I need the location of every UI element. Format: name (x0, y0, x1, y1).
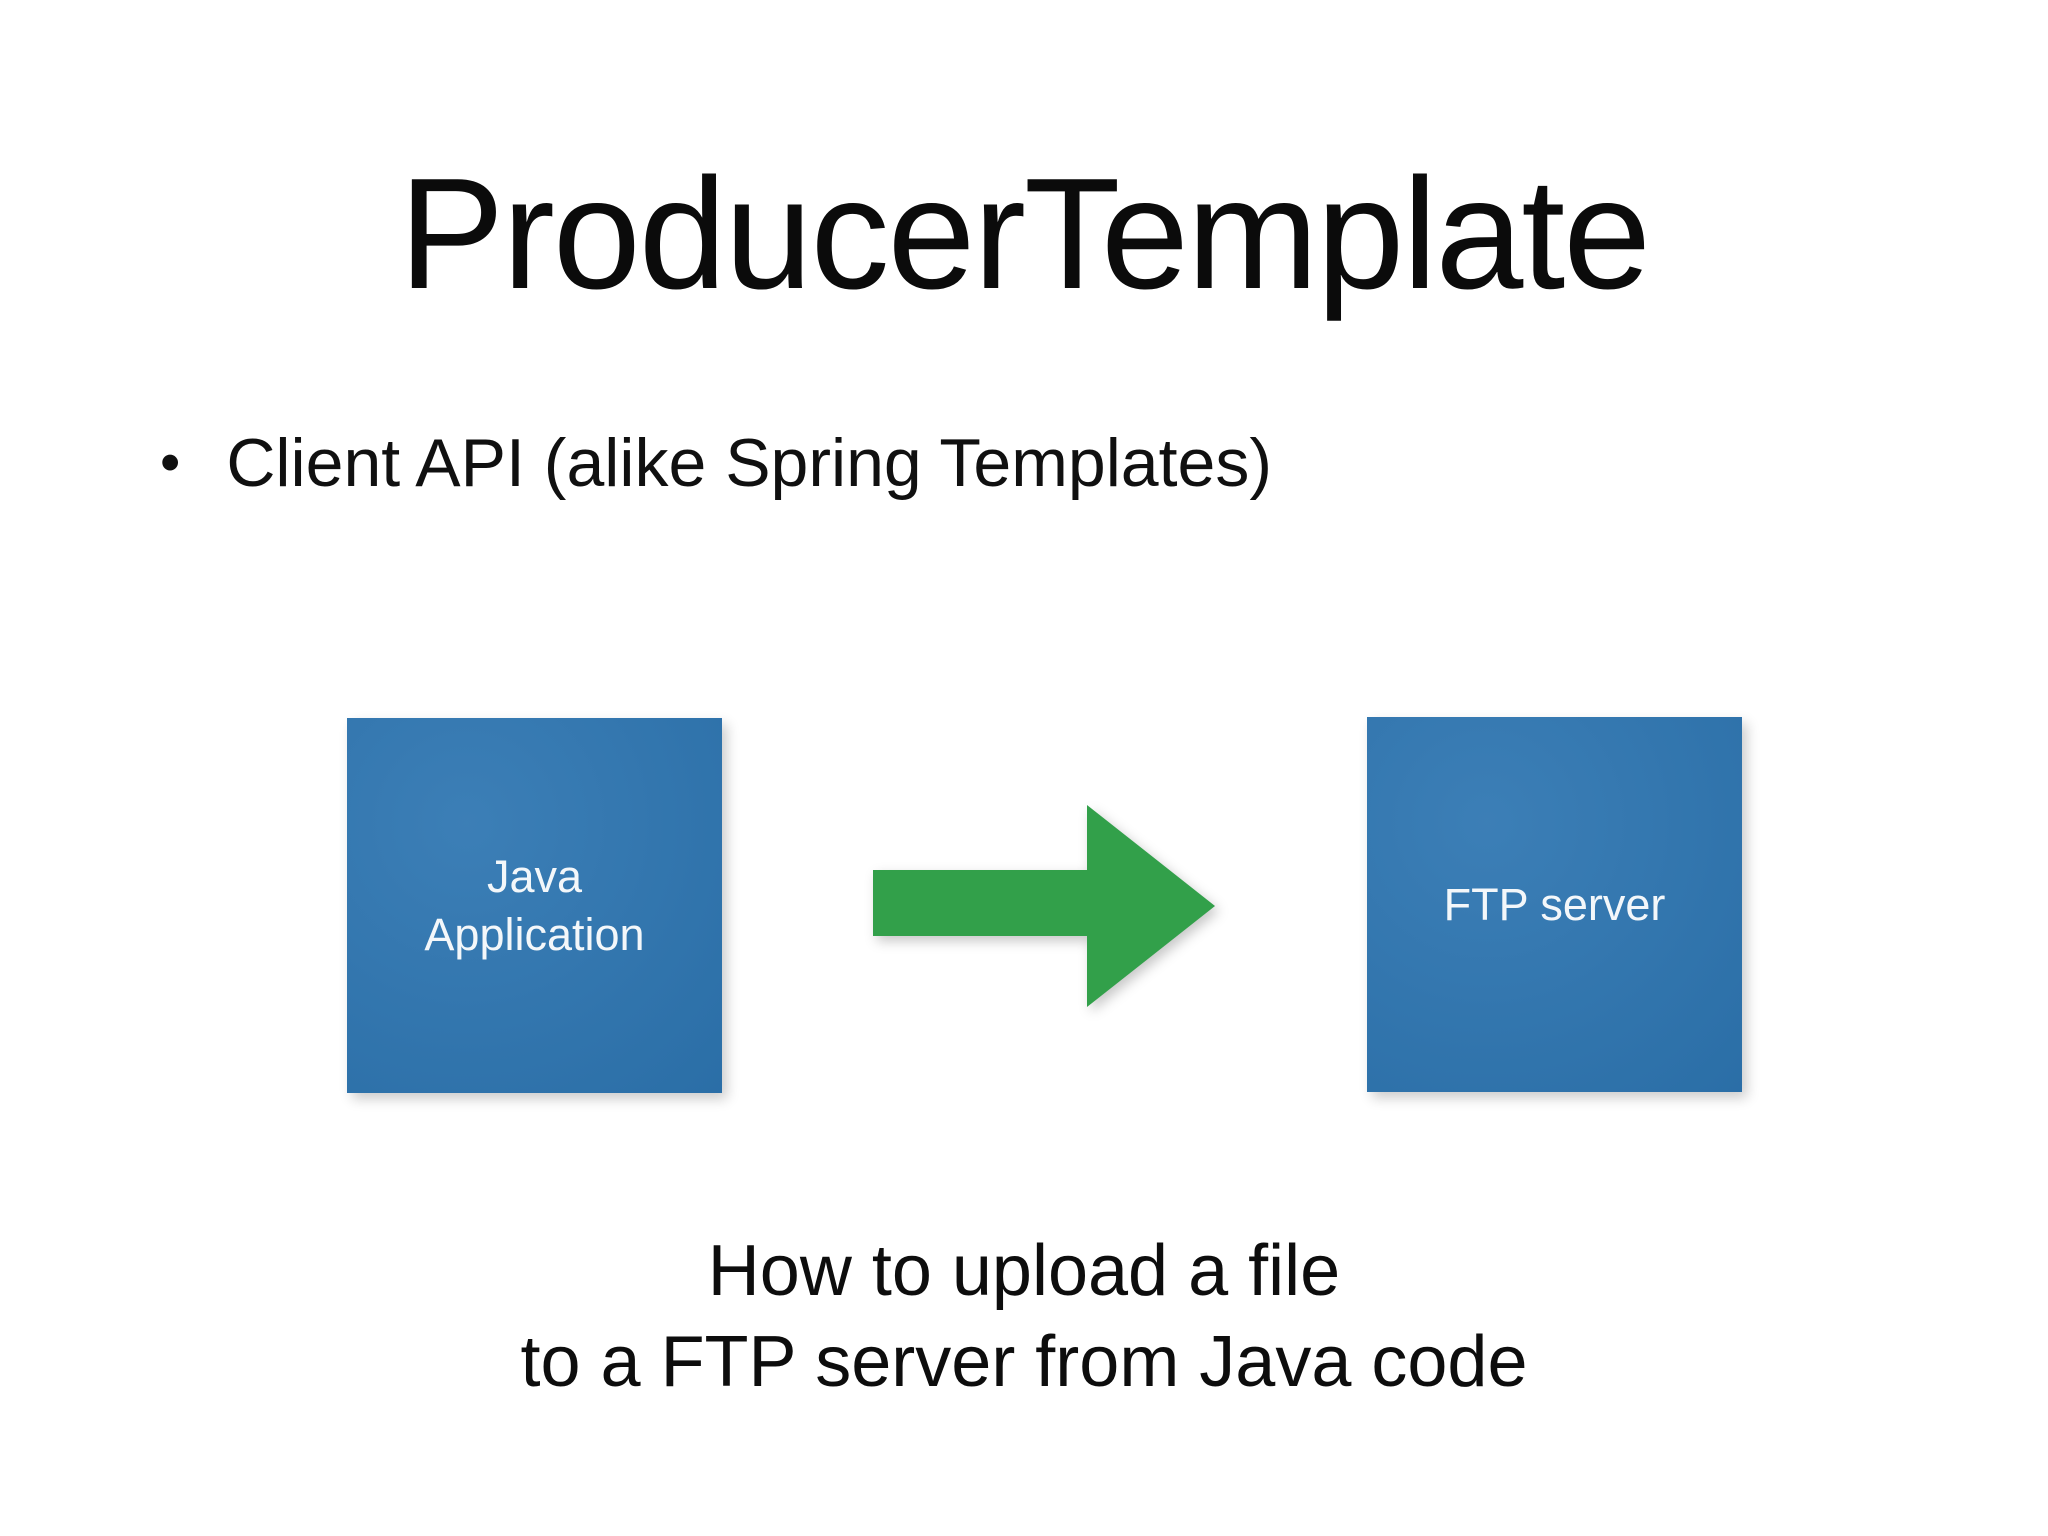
ftp-server-box: FTP server (1367, 717, 1742, 1092)
ftp-server-label: FTP server (1443, 878, 1666, 930)
caption-line-2: to a FTP server from Java code (520, 1322, 1528, 1403)
slide-title: ProducerTemplate (398, 146, 1651, 322)
java-application-box: Java Application (347, 718, 722, 1093)
bullet-marker: • (160, 430, 181, 495)
arrow-head (1087, 805, 1215, 1007)
caption: How to upload a file to a FTP server fro… (0, 1226, 2048, 1409)
bullet-item: • Client API (alike Spring Templates) (160, 424, 1272, 502)
bullet-text: Client API (alike Spring Templates) (226, 425, 1272, 501)
right-arrow-icon (873, 805, 1215, 1007)
arrow-shaft (873, 870, 1089, 936)
java-application-label-line1: Java (486, 850, 583, 902)
caption-line-1: How to upload a file (707, 1231, 1341, 1311)
java-application-label-line2: Application (424, 908, 645, 960)
